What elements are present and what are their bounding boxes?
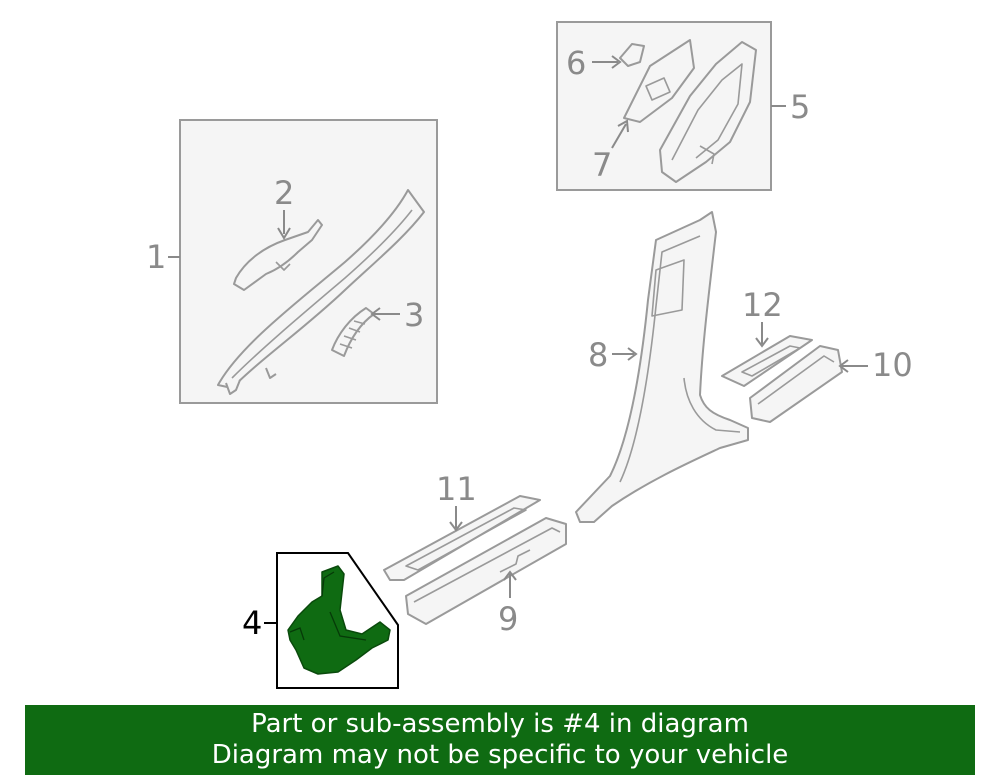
- group-box-4: [276, 552, 399, 689]
- part-5-upper-trim[interactable]: [659, 41, 757, 183]
- callout-12: 12: [742, 286, 783, 324]
- part-1-clips: [225, 367, 277, 395]
- part-10-sill-trim-right[interactable]: [749, 345, 843, 423]
- part-1-a-pillar-trim[interactable]: [217, 189, 425, 389]
- parts-diagram: 1 2 3 4 5 6 7 8 9 10 11 12: [146, 21, 913, 689]
- banner-line-1: Part or sub-assembly is #4 in diagram: [251, 709, 749, 739]
- group-1-frame: [179, 119, 438, 404]
- part-2-trim-cover[interactable]: [233, 219, 323, 291]
- callout-6: 6: [566, 44, 586, 82]
- callout-10: 10: [872, 346, 913, 384]
- callout-4: 4: [242, 604, 262, 642]
- callout-9: 9: [498, 600, 518, 638]
- callout-2: 2: [274, 174, 294, 212]
- callout-11: 11: [436, 470, 477, 508]
- part-8-b-pillar-trim[interactable]: [575, 211, 749, 523]
- callout-1: 1: [146, 238, 166, 276]
- group-box-5: [556, 21, 772, 191]
- part-9-sill-trim-left[interactable]: [405, 517, 567, 625]
- callout-8: 8: [588, 336, 608, 374]
- group-box-1: [179, 119, 438, 404]
- callout-7: 7: [592, 146, 612, 184]
- callout-3: 3: [404, 296, 424, 334]
- banner-line-2: Diagram may not be specific to your vehi…: [211, 740, 789, 770]
- part-4-kick-panel[interactable]: [287, 565, 391, 675]
- part-6-clip[interactable]: [619, 43, 645, 67]
- callout-5: 5: [790, 88, 810, 126]
- info-banner: Part or sub-assembly is #4 in diagram Di…: [25, 705, 975, 775]
